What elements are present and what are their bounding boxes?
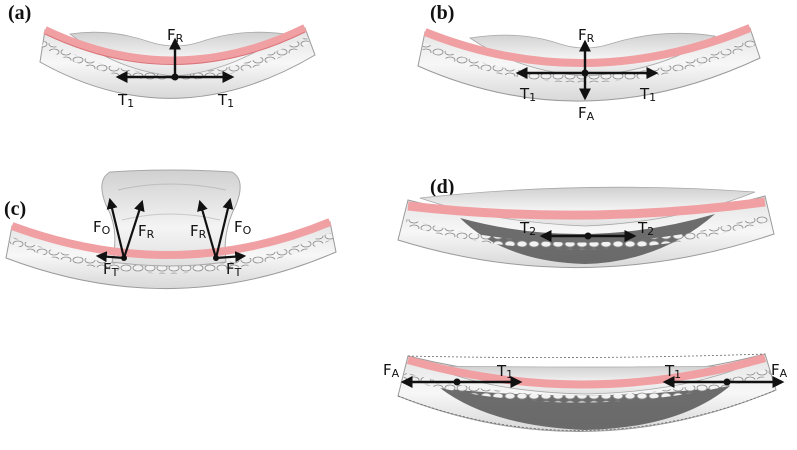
label-t1-right: T1 xyxy=(639,85,656,104)
cell-layer xyxy=(8,232,334,274)
force-arrow-fr-left xyxy=(122,199,145,259)
force-arrow-fr-right xyxy=(197,199,218,259)
cell-layer xyxy=(403,368,771,403)
panel-label-d: (d) xyxy=(430,176,455,198)
panel-label-c: (c) xyxy=(4,198,27,220)
dashed-outline xyxy=(407,353,766,358)
tissue-layer xyxy=(407,197,766,220)
label-ft-left: FT xyxy=(103,260,119,279)
panel-c: FO FR FR FO FT FT xyxy=(5,169,337,290)
label-fa: FA xyxy=(578,104,595,123)
label-fr: FR xyxy=(167,26,184,45)
label-t1-right: T1 xyxy=(217,91,234,110)
force-arrow-fo-right xyxy=(214,197,234,259)
dashed-outline-lower xyxy=(397,389,777,431)
label-t2-left: T2 xyxy=(519,219,536,238)
force-arrow-ft-left xyxy=(95,251,125,263)
label-fr-right: FR xyxy=(190,222,207,241)
force-origin-dot-right xyxy=(723,378,731,386)
panel-e: FA T1 T1 FA xyxy=(383,353,788,432)
force-origin-dot xyxy=(171,73,179,81)
label-t1-left: T1 xyxy=(496,362,513,381)
tissue-layer xyxy=(406,354,767,389)
label-t1-left: T1 xyxy=(117,91,134,110)
panel-label-b: (b) xyxy=(430,2,455,24)
panel-d: T2 T2 xyxy=(397,186,775,268)
label-ft-right: FT xyxy=(226,260,242,279)
cell-layer xyxy=(421,38,756,83)
label-fr-left: FR xyxy=(138,222,155,241)
label-t2-right: T2 xyxy=(637,219,654,238)
label-fo-right: FO xyxy=(234,218,252,237)
panel-a: FR T1 T1 xyxy=(39,24,316,110)
label-fo-left: FO xyxy=(93,218,111,237)
tissue-protrusion xyxy=(101,169,241,267)
tissue-layer xyxy=(423,24,752,68)
panel-b: FR T1 T1 FA xyxy=(417,24,761,123)
label-fa-right: FA xyxy=(771,361,788,380)
cell-layer xyxy=(405,214,769,250)
force-origin-dot xyxy=(584,232,592,240)
tissue-layer xyxy=(10,218,332,260)
label-t1-right: T1 xyxy=(664,362,681,381)
force-arrow-fo-left xyxy=(106,197,126,259)
force-origin-dot xyxy=(581,69,589,77)
panel-label-a: (a) xyxy=(8,2,32,24)
tissue-bulge xyxy=(69,31,287,77)
force-origin-dot-left xyxy=(121,255,127,261)
label-t1-left: T1 xyxy=(519,85,536,104)
label-fr: FR xyxy=(578,26,595,45)
force-arrow-ft-right xyxy=(215,251,247,263)
label-fa-left: FA xyxy=(383,361,400,380)
force-origin-dot-left xyxy=(453,378,461,386)
force-origin-dot-right xyxy=(213,255,219,261)
